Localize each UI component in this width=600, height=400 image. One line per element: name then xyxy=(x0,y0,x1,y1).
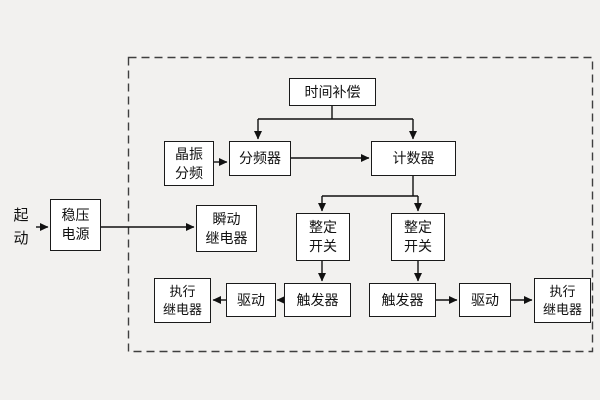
node-label: 执行 xyxy=(549,283,576,299)
start-label-line1: 起 xyxy=(13,206,29,224)
node-setting-switch-left: 整定 开关 xyxy=(296,213,350,261)
node-label: 分频器 xyxy=(239,150,281,167)
node-exec-relay-left: 执行 继电器 xyxy=(154,278,211,323)
node-label: 整定 xyxy=(309,219,337,236)
node-instant-relay: 瞬动 继电器 xyxy=(196,205,257,252)
node-label: 整定 xyxy=(404,219,432,236)
node-label: 分频 xyxy=(175,164,203,181)
node-label: 计数器 xyxy=(392,150,435,167)
node-setting-switch-right: 整定 开关 xyxy=(391,213,445,261)
node-trigger-left: 触发器 xyxy=(284,283,351,317)
node-label: 瞬动 xyxy=(212,210,241,227)
node-driver-right: 驱动 xyxy=(459,283,511,317)
node-label: 继电器 xyxy=(162,301,202,317)
node-exec-relay-right: 执行 继电器 xyxy=(534,278,591,323)
node-frequency-divider: 分频器 xyxy=(229,141,291,176)
node-trigger-right: 触发器 xyxy=(369,283,436,317)
node-counter: 计数器 xyxy=(371,141,456,176)
node-label: 开关 xyxy=(404,238,432,254)
start-label-line2: 动 xyxy=(13,230,29,247)
node-label: 执行 xyxy=(169,283,196,299)
node-label: 时间补偿 xyxy=(304,83,361,100)
node-label: 触发器 xyxy=(381,291,424,308)
wire-timecomp-rail xyxy=(258,106,413,120)
node-voltage-regulator: 稳压 电源 xyxy=(50,199,101,251)
node-label: 电源 xyxy=(61,226,90,242)
node-label: 稳压 xyxy=(61,207,90,224)
wire-counter-rail xyxy=(322,176,418,197)
node-label: 驱动 xyxy=(471,291,499,308)
node-label: 继电器 xyxy=(542,301,582,317)
node-label: 晶振 xyxy=(175,145,203,162)
dashed-boundary xyxy=(127,56,594,353)
node-driver-left: 驱动 xyxy=(226,283,276,317)
node-label: 继电器 xyxy=(205,229,248,246)
node-time-compensation: 时间补偿 xyxy=(289,78,376,106)
node-crystal-oscillator-divider: 晶振 分频 xyxy=(164,141,214,186)
node-label: 触发器 xyxy=(296,291,339,308)
node-label: 开关 xyxy=(309,238,337,254)
node-label: 驱动 xyxy=(237,291,265,308)
start-label: 起 动 xyxy=(6,203,36,251)
